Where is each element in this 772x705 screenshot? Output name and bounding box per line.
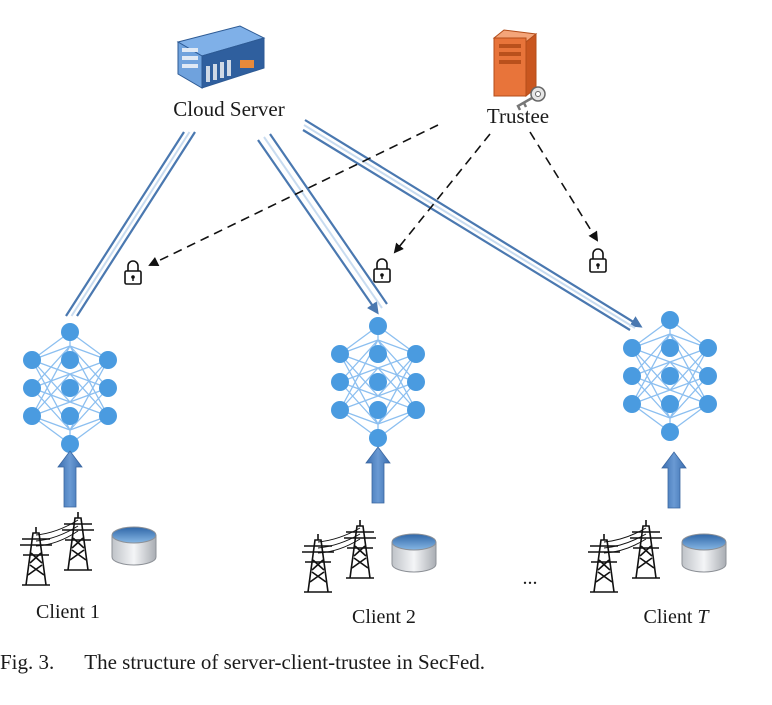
upload-arrow-icon (661, 451, 687, 509)
figure-caption: Fig. 3. The structure of server-client-tr… (0, 650, 772, 675)
server-icon (176, 25, 266, 89)
key-server-icon (492, 29, 546, 111)
storage-drum-icon (391, 533, 437, 573)
trustee-key-arrows (148, 124, 599, 266)
figure-caption-text: The structure of server-client-trustee i… (84, 650, 486, 674)
cloud-server-label: Cloud Server (173, 97, 284, 121)
storage-drum-icon (111, 526, 157, 566)
storage-drum-icon (681, 533, 727, 573)
lock-icon-client2 (373, 258, 391, 283)
power-tower-icon (61, 511, 95, 571)
link-client1-server (65, 131, 196, 317)
upload-arrow-icon (365, 446, 391, 504)
clients-ellipsis: ... (523, 567, 538, 589)
client-T-label: Client T (643, 606, 710, 628)
power-tower-icon (629, 519, 663, 579)
client-1: Client 1 (19, 322, 157, 623)
client-2: Client 2 (301, 316, 437, 628)
client-T-label-italic: T (697, 606, 710, 628)
power-tower-icon (587, 533, 621, 593)
client-2-label: Client 2 (352, 606, 416, 628)
neural-network-icon (622, 310, 718, 442)
client-1-label: Client 1 (36, 601, 100, 623)
power-tower-icon (301, 533, 335, 593)
neural-network-icon (330, 316, 426, 448)
lock-icon-client1 (124, 260, 142, 285)
power-tower-icon (19, 526, 53, 586)
power-tower-icon (343, 519, 377, 579)
client-T-label-text: Client (643, 606, 697, 628)
link-clientT-server (302, 119, 643, 331)
key-arrow-client2 (393, 133, 491, 254)
key-arrow-clientT (529, 131, 599, 242)
client-T: Client T (587, 310, 727, 628)
upload-arrow-icon (57, 450, 83, 508)
figure-number: Fig. 3. (0, 650, 55, 674)
link-client2-server (257, 133, 388, 315)
key-arrow-client1 (148, 124, 439, 266)
server-client-links (65, 119, 643, 331)
neural-network-icon (22, 322, 118, 454)
trustee-label: Trustee (487, 104, 549, 128)
lock-icon-clientT (589, 248, 607, 273)
